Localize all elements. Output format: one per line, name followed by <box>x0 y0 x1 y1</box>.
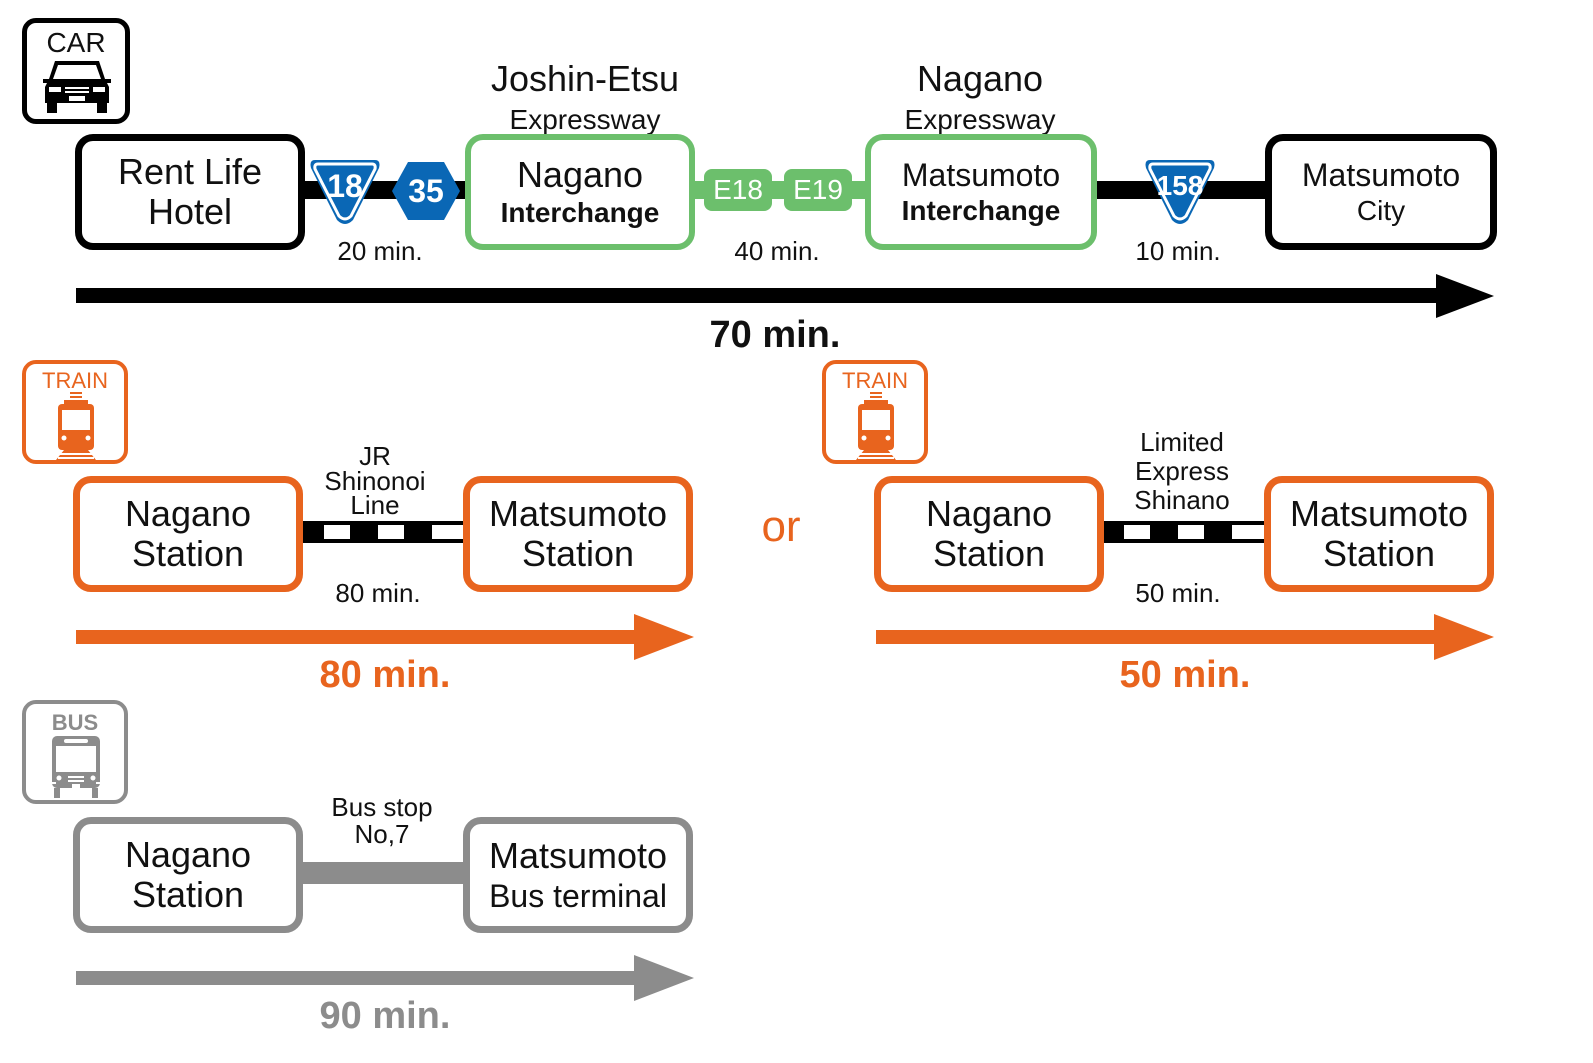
bus-total-time: 90 min. <box>319 995 451 1037</box>
train-mode-icon: TRAIN <box>22 360 128 464</box>
expressway-label: Nagano Expressway <box>904 58 1056 135</box>
route-18-label: 18 <box>327 167 363 204</box>
bus-stop-name: Bus stop No,7 <box>331 792 433 850</box>
or-separator: or <box>761 502 801 551</box>
bus-road-line <box>300 862 468 884</box>
segment-time: 20 min. <box>337 236 423 266</box>
bus-icon <box>48 736 104 798</box>
train-mode-label: TRAIN <box>842 368 908 393</box>
route-158-label: 158 <box>1156 170 1204 201</box>
route-158-badge-icon <box>1145 160 1215 224</box>
stop-nagano-station: Nagano Station <box>73 817 303 933</box>
expressway-e19-badge: E19 <box>784 169 852 211</box>
bus-total-arrow-icon <box>76 955 694 1001</box>
segment-time: 80 min. <box>335 578 421 608</box>
train-express-total-time: 50 min. <box>1119 654 1251 696</box>
route-35-badge-icon <box>392 162 460 220</box>
car-mode-label: CAR <box>46 27 106 58</box>
train-local-total-time: 80 min. <box>319 654 451 696</box>
train-local-total-arrow-icon <box>76 614 694 660</box>
segment-time: 40 min. <box>734 236 820 266</box>
stop-rent-life-hotel: Rent Life Hotel <box>75 134 305 250</box>
route-35-label: 35 <box>408 172 444 209</box>
train-mode-icon: TRAIN <box>822 360 928 464</box>
stop-nagano-station: Nagano Station <box>874 476 1104 592</box>
train-mode-label: TRAIN <box>42 368 108 393</box>
rail-track-icon <box>300 521 468 543</box>
segment-time: 10 min. <box>1135 236 1221 266</box>
route-18-badge-icon <box>310 160 380 224</box>
stop-nagano-station: Nagano Station <box>73 476 303 592</box>
bus-mode-icon: BUS <box>22 700 128 804</box>
segment-time: 50 min. <box>1135 578 1221 608</box>
rail-track-icon <box>1100 521 1268 543</box>
stop-matsumoto-station: Matsumoto Station <box>463 476 693 592</box>
stop-matsumoto-interchange: Matsumoto Interchange <box>865 134 1097 250</box>
car-mode-icon: CAR <box>22 18 130 124</box>
stop-matsumoto-city: Matsumoto City <box>1265 134 1497 250</box>
expressway-label: Joshin-Etsu Expressway <box>490 58 680 135</box>
stop-matsumoto-station: Matsumoto Station <box>1264 476 1494 592</box>
train-icon <box>856 392 896 460</box>
expressway-e18-badge: E18 <box>704 169 772 211</box>
rail-line-name: Limited Express Shinano <box>1134 427 1230 516</box>
car-total-time: 70 min. <box>709 314 841 356</box>
stop-nagano-interchange: Nagano Interchange <box>465 134 695 250</box>
train-icon <box>56 392 96 460</box>
train-express-total-arrow-icon <box>876 614 1494 660</box>
bus-mode-label: BUS <box>51 710 99 735</box>
car-icon <box>43 61 111 113</box>
rail-line-name: JR Shinonoi Line <box>324 441 426 521</box>
car-total-arrow-icon <box>76 274 1494 318</box>
stop-matsumoto-bus-terminal: Matsumoto Bus terminal <box>463 817 693 933</box>
